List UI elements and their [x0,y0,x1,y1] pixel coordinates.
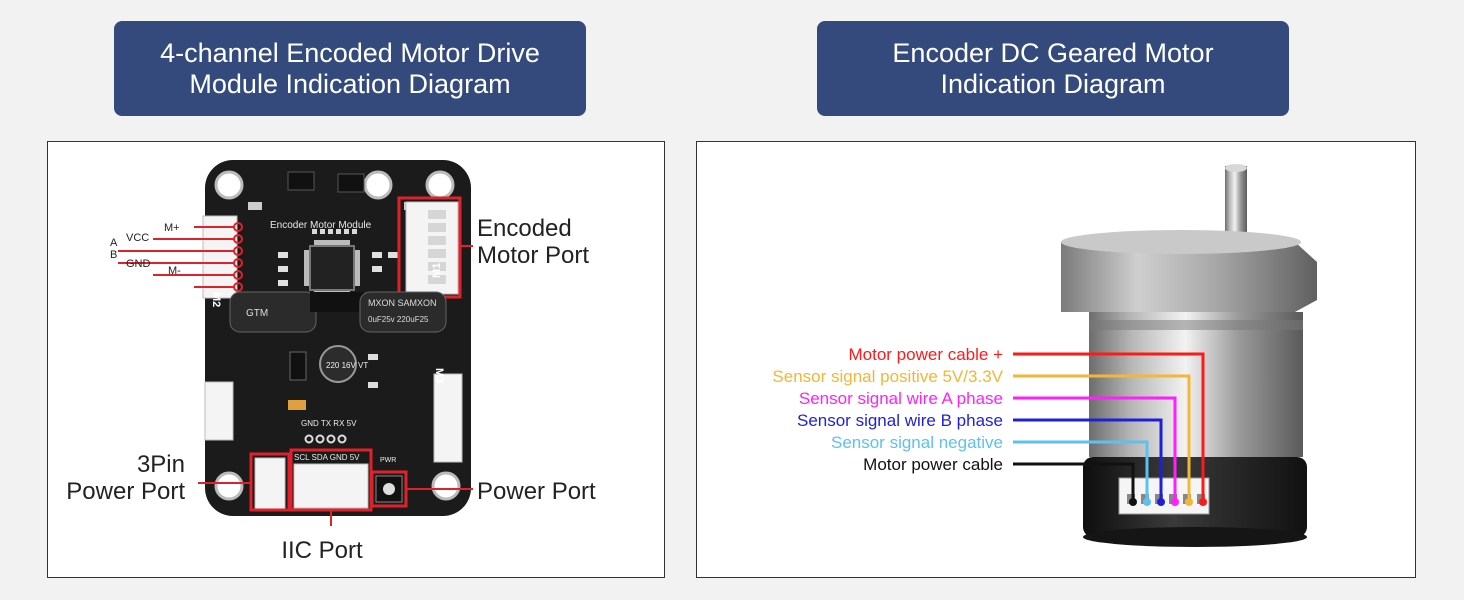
wire-line-1 [1013,374,1191,502]
right-title-banner: Encoder DC Geared Motor Indication Diagr… [817,21,1289,116]
m2-connector [202,215,238,299]
wire-terminal-2 [1171,498,1179,506]
wire-line-2 [1013,396,1177,502]
right-title-line2: Indication Diagram [940,68,1166,99]
capacitor-right-text: MXON SAMXON [368,298,437,308]
uart-pins [304,434,347,444]
wire-label-5: Motor power cable [863,455,1003,474]
small-capacitor-text: 220 16V VT [326,361,368,370]
capacitor-left-text: GTM [246,308,268,319]
wire-terminal-3 [1157,498,1165,506]
mount-hole-bl [214,471,244,501]
motor-shaft [1225,166,1247,246]
wire-label-m-plus: M+ [164,222,180,234]
3pin-label-1: 3Pin [137,451,185,478]
m3-connector [433,373,463,463]
m1-slots [428,210,446,284]
wire-label-4: Sensor signal negative [831,433,1003,452]
regulator [289,351,307,381]
mount-hole-br [431,471,461,501]
top-chip-2 [337,173,365,193]
tantalum-cap [288,400,306,410]
module-diagram-panel: Encoder Motor Module M2 M+ [47,141,665,578]
board-silk-title: Encoder Motor Module [270,220,372,231]
smd [368,382,378,388]
m1-label: M1 [431,263,443,278]
module-diagram-svg: Encoder Motor Module M2 M+ [66,160,596,564]
pwr-mark: PWR [380,457,396,464]
3pin-connector [254,457,286,511]
resistor [248,202,262,210]
mount-hole-tl [214,170,244,200]
m4-label: M4 [185,367,197,383]
capacitor-right [359,291,447,333]
wire-line-3 [1013,418,1163,502]
wire-label-a: A [110,237,118,249]
motor-band [1089,320,1303,330]
mount-hole-tr [425,170,455,200]
m4-connector [204,381,234,441]
motor-body [1089,312,1303,457]
3pin-label-2: Power Port [66,478,185,505]
left-title-line1: 4-channel Encoded Motor Drive [160,37,540,68]
power-port-label: Power Port [477,478,596,505]
wire-label-b: B [110,249,117,261]
wire-line-0 [1013,352,1205,502]
board-logo [310,292,364,312]
iic-port-label: IIC Port [281,537,363,564]
mount-hole-tm [363,170,393,200]
right-title-line1: Encoder DC Geared Motor [892,37,1214,68]
iic-connector [293,463,369,509]
gearbox-top [1061,230,1301,254]
m2-label: M2 [210,292,222,307]
uart-pin-labels: GND TX RX 5V [301,419,357,428]
top-chip-1 [287,171,315,191]
small-capacitor [319,345,357,383]
wire-line-5 [1013,462,1135,502]
m2-wires [118,226,234,288]
header-pins [312,229,357,234]
encoded-port-label-1: Encoded [477,215,572,242]
gearbox-flange [1061,242,1317,312]
power-switch-button [383,483,395,495]
shaft-top [1225,164,1247,172]
wire-label-1: Sensor signal positive 5V/3.3V [772,367,1003,386]
capacitor-right-sub: 0uF25v 220uF25 [368,315,429,324]
wire-label-2: Sensor signal wire A phase [799,389,1003,408]
wire-line-4 [1013,440,1149,502]
motor-diagram-panel: Motor power cable + Sensor signal positiv… [696,141,1416,578]
m3-label: M3 [433,368,445,383]
wire-terminal-5 [1129,498,1137,506]
mcu-chip [309,245,355,291]
pcb-board [205,160,471,516]
wire-group: Motor power cable + Sensor signal positiv… [772,345,1207,506]
iic-pin-labels: SCL SDA GND 5V [294,453,360,462]
encoder-bottom [1083,527,1307,547]
smd [368,354,378,360]
wire-label-0: Motor power cable + [849,345,1004,364]
wire-terminal-1 [1185,498,1193,506]
wire-label-m-minus: M- [168,265,181,277]
left-title-banner: 4-channel Encoded Motor Drive Module Ind… [114,21,586,116]
wire-terminal-4 [1143,498,1151,506]
left-title-line2: Module Indication Diagram [189,68,511,99]
wire-terminal-0 [1199,498,1207,506]
wire-label-gnd: GND [126,258,151,270]
encoded-port-label-2: Motor Port [477,242,589,269]
capacitor-left [229,291,317,333]
wire-label-vcc: VCC [126,232,149,244]
smd-parts [278,252,398,286]
motor-diagram-svg: Motor power cable + Sensor signal positiv… [772,164,1317,547]
wire-label-3: Sensor signal wire B phase [797,411,1003,430]
